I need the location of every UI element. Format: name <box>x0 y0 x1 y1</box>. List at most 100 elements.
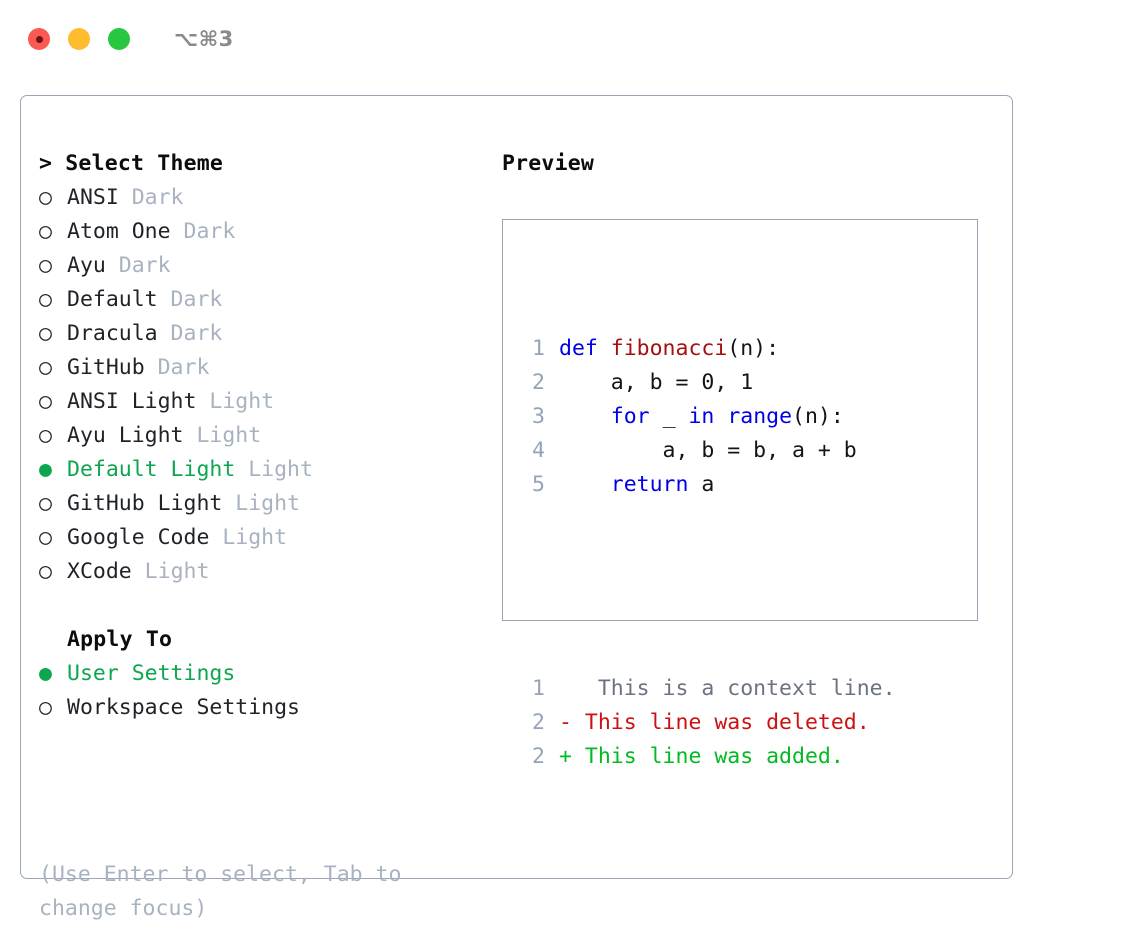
main-panel: > Select Theme ○ANSI Dark○Atom One Dark○… <box>20 95 1013 921</box>
theme-list-item[interactable]: ● Default Light Light <box>39 453 494 487</box>
theme-list-item[interactable]: ○Ayu Dark <box>39 249 494 283</box>
radio-unselected-icon: ○ <box>39 389 52 414</box>
line-number: 2 <box>532 744 545 769</box>
code-token: return <box>610 472 689 497</box>
radio-unselected-icon: ○ <box>39 559 52 584</box>
code-line: 4 a, b = b, a + b <box>517 434 896 468</box>
theme-name-label: GitHub Light <box>67 491 223 516</box>
code-line: 3 for _ in range(n): <box>517 400 896 434</box>
line-number: 1 <box>532 336 545 361</box>
line-number: 3 <box>532 404 545 429</box>
diff-line: 2 + This line was added. <box>517 740 896 774</box>
apply-to-option[interactable]: ○ Workspace Settings <box>39 691 494 725</box>
diff-line: 2- This line was deleted. <box>517 706 896 740</box>
theme-category-tag: Dark <box>144 355 210 380</box>
theme-name-label: Default Light <box>67 457 236 482</box>
code-token: for <box>610 404 650 429</box>
diff-marker: + <box>559 744 572 769</box>
diff-block: 1 This is a context line.2- This line wa… <box>517 672 896 774</box>
apply-to-option[interactable]: ● User Settings <box>39 657 494 691</box>
theme-list[interactable]: ○ANSI Dark○Atom One Dark○Ayu Dark○Defaul… <box>39 181 494 589</box>
diff-line: 1 This is a context line. <box>517 672 896 706</box>
preview-title: Preview <box>502 151 595 176</box>
select-theme-header: > Select Theme <box>39 151 224 176</box>
apply-to-header: Apply To <box>67 627 173 652</box>
theme-name-label: ANSI Light <box>67 389 197 414</box>
list-spacer <box>39 589 494 623</box>
theme-name-label: Dracula <box>67 321 158 346</box>
theme-name-label: Default <box>67 287 158 312</box>
keyboard-hint-text: (Use Enter to select, Tab to change focu… <box>39 862 402 921</box>
close-window-button[interactable] <box>28 28 50 50</box>
theme-list-item[interactable]: ○XCode Light <box>39 555 494 589</box>
code-gap <box>517 570 896 604</box>
theme-list-item[interactable]: ○ Google Code Light <box>39 521 494 555</box>
radio-unselected-icon: ○ <box>39 321 52 346</box>
diff-text: This line was deleted. <box>571 710 870 735</box>
theme-name-label: Ayu <box>67 253 106 278</box>
radio-unselected-icon: ○ <box>39 525 52 550</box>
theme-category-tag: Dark <box>157 287 223 312</box>
title-bar: ⌥⌘3 <box>0 0 1140 78</box>
theme-list-column: > Select Theme ○ANSI Dark○Atom One Dark○… <box>39 147 494 725</box>
radio-selected-icon: ● <box>39 661 52 686</box>
theme-list-item[interactable]: ○ Dracula Dark <box>39 317 494 351</box>
theme-category-tag: Light <box>196 389 275 414</box>
radio-unselected-icon: ○ <box>39 695 52 720</box>
diff-text: This is a context line. <box>571 676 896 701</box>
radio-unselected-icon: ○ <box>39 219 52 244</box>
apply-to-label: Workspace Settings <box>67 695 300 720</box>
code-token <box>714 404 727 429</box>
radio-unselected-icon: ○ <box>39 423 52 448</box>
theme-list-item[interactable]: ○ GitHub Dark <box>39 351 494 385</box>
maximize-window-button[interactable] <box>108 28 130 50</box>
code-line: 2 a, b = 0, 1 <box>517 366 896 400</box>
theme-list-item[interactable]: ○ GitHub Light Light <box>39 487 494 521</box>
code-token: a <box>688 472 715 497</box>
theme-name-label: ANSI <box>67 185 119 210</box>
theme-name-label: Atom One <box>67 219 171 244</box>
diff-marker: - <box>559 710 572 735</box>
keyboard-shortcut-label: ⌥⌘3 <box>174 27 234 51</box>
radio-unselected-icon: ○ <box>39 355 52 380</box>
traffic-light-group <box>28 28 130 50</box>
theme-category-tag: Light <box>183 423 262 448</box>
diff-text: This line was added. <box>571 744 844 769</box>
code-line: 5 return a <box>517 468 896 502</box>
theme-list-item[interactable]: ○Atom One Dark <box>39 215 494 249</box>
theme-list-item[interactable]: ○Ayu Light Light <box>39 419 494 453</box>
radio-unselected-icon: ○ <box>39 185 52 210</box>
theme-name-label: Google Code <box>67 525 210 550</box>
theme-category-tag: Light <box>235 457 313 482</box>
theme-category-tag: Dark <box>105 253 171 278</box>
line-number: 1 <box>532 676 545 701</box>
code-token: a, b = b, a + b <box>559 438 857 463</box>
theme-category-tag: Dark <box>118 185 184 210</box>
theme-list-item[interactable]: ○Default Dark <box>39 283 494 317</box>
line-number: 2 <box>532 710 545 735</box>
radio-unselected-icon: ○ <box>39 491 52 516</box>
theme-name-label: XCode <box>67 559 132 584</box>
code-token: def <box>559 336 611 361</box>
apply-to-label: User Settings <box>67 661 236 686</box>
theme-list-item[interactable]: ○ ANSI Dark <box>39 181 494 215</box>
close-icon <box>35 35 43 43</box>
diff-marker <box>559 676 572 701</box>
theme-name-label: GitHub <box>67 355 145 380</box>
code-token: _ <box>649 404 689 429</box>
radio-selected-icon: ● <box>39 457 52 482</box>
theme-category-tag: Light <box>209 525 288 550</box>
theme-category-tag: Dark <box>157 321 223 346</box>
theme-list-item[interactable]: ○ ANSI Light Light <box>39 385 494 419</box>
apply-to-list[interactable]: ● User Settings ○ Workspace Settings <box>39 657 494 725</box>
code-token: (n): <box>792 404 844 429</box>
theme-category-tag: Light <box>222 491 301 516</box>
minimize-window-button[interactable] <box>68 28 90 50</box>
code-token: (n): <box>727 336 780 361</box>
code-token: a, b = 0, 1 <box>559 370 754 395</box>
